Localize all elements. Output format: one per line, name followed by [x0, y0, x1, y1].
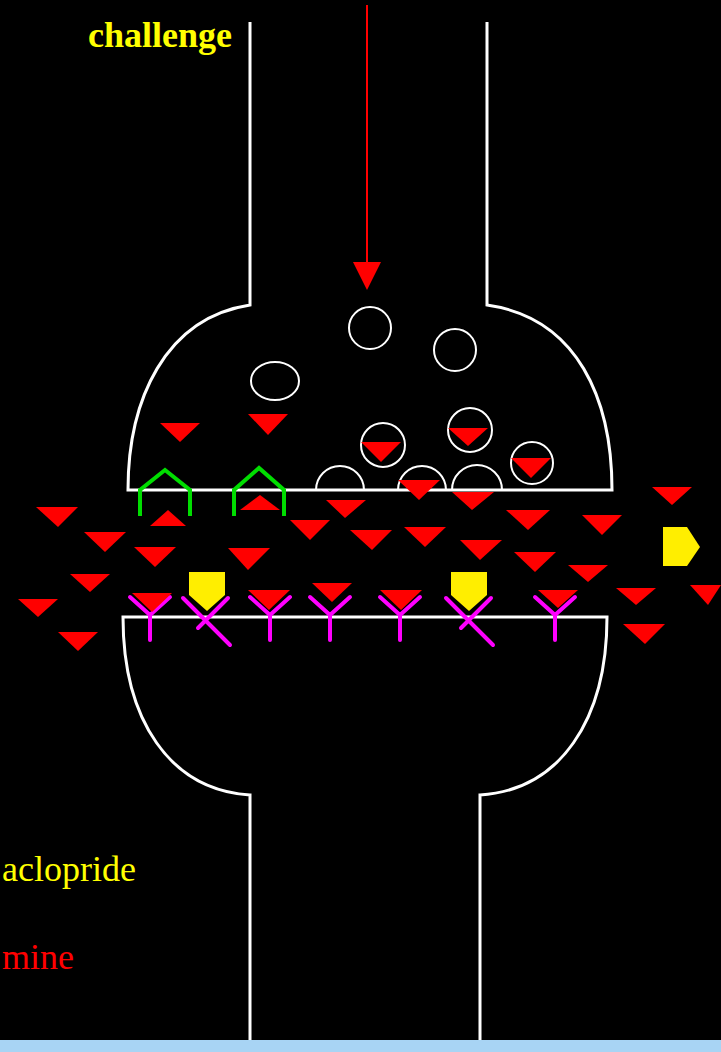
bottom-bar	[0, 1040, 721, 1052]
vesicles	[251, 307, 553, 490]
transporters	[140, 468, 284, 516]
presynaptic-terminal	[128, 22, 612, 490]
stimulus-arrow	[366, 5, 368, 265]
legend-label: mine	[2, 938, 74, 978]
dopamine-molecules	[18, 414, 721, 651]
arrow-head	[353, 262, 381, 290]
raclopride-molecules	[189, 527, 700, 611]
heading-text: challenge	[88, 16, 232, 56]
legend-label: aclopride	[2, 850, 136, 890]
postsynaptic-terminal	[123, 617, 607, 1040]
receptors	[130, 597, 575, 645]
